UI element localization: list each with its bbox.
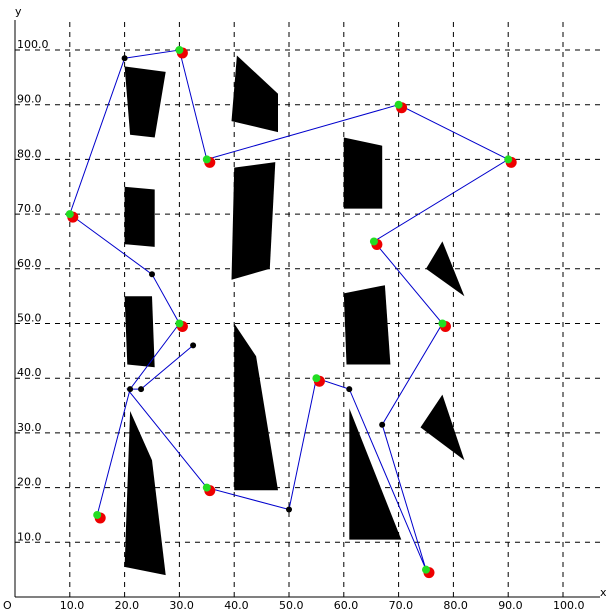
- y-tick-label: 90.0: [17, 93, 42, 106]
- target-points: [65, 46, 517, 579]
- target-marker-green: [312, 374, 321, 383]
- target-marker-green: [504, 155, 513, 164]
- waypoint-dot: [138, 386, 145, 393]
- target-marker-green: [394, 100, 403, 109]
- obstacle-polygon: [231, 162, 276, 280]
- waypoint-dot: [149, 271, 155, 278]
- obstacle-polygon: [349, 408, 402, 540]
- y-axis-label: y: [15, 5, 22, 18]
- target-marker-green: [93, 510, 102, 519]
- waypoint-dot: [127, 386, 134, 393]
- y-tick-label: 100.0: [17, 38, 49, 51]
- x-tick-label: 40.0: [224, 599, 249, 612]
- target-marker-green: [65, 210, 74, 219]
- y-tick-label: 40.0: [17, 366, 42, 379]
- y-tick-label: 70.0: [17, 202, 42, 215]
- x-tick-label: 80.0: [443, 599, 468, 612]
- y-tick-label: 10.0: [17, 530, 42, 543]
- obstacle-polygon: [231, 55, 278, 133]
- x-tick-label: 50.0: [279, 599, 304, 612]
- obstacle-polygon: [234, 323, 278, 491]
- obstacle-polygon: [124, 186, 155, 247]
- target-marker-green: [202, 155, 211, 164]
- waypoint-dot: [190, 342, 197, 349]
- grid-lines: [15, 20, 600, 597]
- waypoint-dot: [121, 55, 128, 62]
- obstacles: [124, 55, 465, 576]
- waypoint-dot: [379, 421, 386, 428]
- y-tick-label: 50.0: [17, 312, 42, 325]
- tick-labels: 10.0 20.0 30.0 40.0 50.0 60.0 70.0 80.0 90.0 100.…: [17, 38, 585, 612]
- y-tick-label: 30.0: [17, 421, 42, 434]
- obstacle-polygon: [426, 241, 465, 297]
- x-tick-label: 20.0: [115, 599, 140, 612]
- waypoint-dots: [121, 55, 386, 513]
- axes: x y O: [3, 5, 607, 612]
- target-marker-green: [422, 565, 430, 574]
- x-tick-label: 90.0: [498, 599, 523, 612]
- obstacle-polygon: [343, 137, 383, 209]
- target-marker-green: [369, 237, 378, 246]
- obstacle-polygon: [124, 296, 155, 368]
- obstacle-polygon: [124, 66, 166, 138]
- waypoint-dot: [346, 386, 353, 393]
- target-marker-green: [175, 46, 184, 54]
- y-tick-label: 60.0: [17, 257, 42, 270]
- x-tick-label: 10.0: [60, 599, 85, 612]
- target-marker-green: [175, 319, 184, 328]
- obstacle-polygon: [343, 285, 391, 365]
- y-tick-label: 20.0: [17, 476, 42, 489]
- x-tick-label: 60.0: [334, 599, 359, 612]
- x-axis-label: x: [600, 586, 607, 599]
- x-tick-label: 70.0: [389, 599, 414, 612]
- target-marker-green: [202, 483, 211, 492]
- origin-label: O: [3, 599, 12, 612]
- y-tick-label: 80.0: [17, 147, 42, 160]
- obstacle-polygon: [124, 411, 166, 576]
- waypoint-dot: [286, 506, 292, 513]
- target-marker-green: [438, 319, 447, 328]
- obstacle-polygon: [420, 394, 465, 461]
- x-tick-label: 30.0: [169, 599, 194, 612]
- x-tick-label: 100.0: [553, 599, 585, 612]
